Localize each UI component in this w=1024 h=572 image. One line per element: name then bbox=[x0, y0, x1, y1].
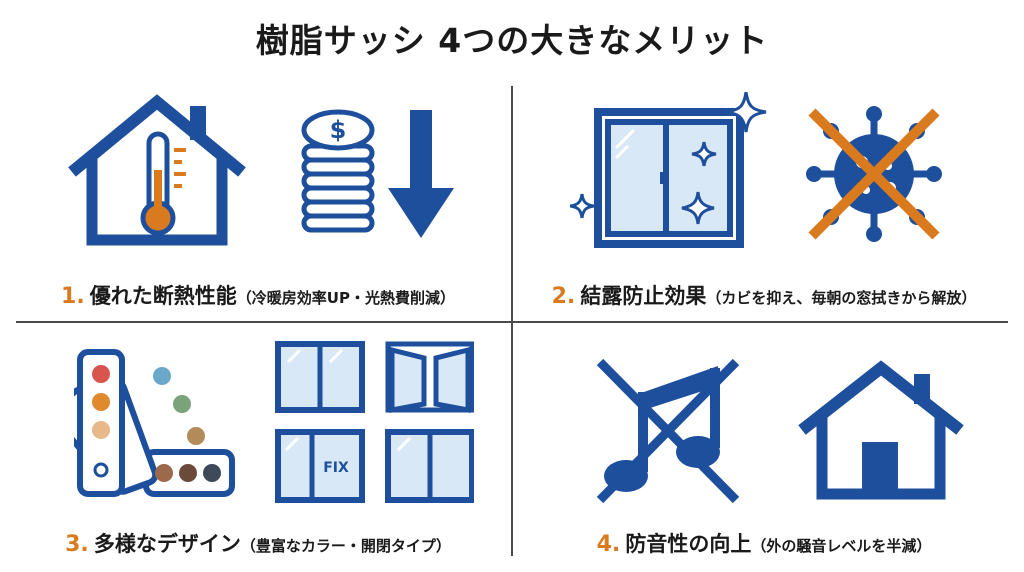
merit-soundproof: 4. 防音性の向上（外の騒音レベルを半減） bbox=[514, 330, 1014, 557]
window-types-icon: FIX bbox=[275, 341, 474, 503]
sparkling-window-icon bbox=[570, 92, 767, 248]
merit-condensation: 2. 結露防止効果（カビを抑え、毎朝の窓拭きから解放） bbox=[514, 86, 1014, 309]
merit-insulation: $ 1. 優れた断熱性能（冷暖房効率UP・光熱費削減） bbox=[8, 86, 508, 309]
house-icon bbox=[798, 360, 964, 500]
crossed-music-note-icon bbox=[596, 358, 740, 504]
merit-design: FIX 3. 多様なデザイン（豊富なカラー・開閉タイプ） bbox=[8, 330, 508, 557]
merit-caption: 3. 多様なデザイン（豊富なカラー・開閉タイプ） bbox=[65, 532, 451, 557]
arrow-down-icon bbox=[388, 110, 454, 238]
house-thermometer-icon bbox=[68, 94, 246, 246]
horizontal-divider bbox=[16, 321, 1008, 323]
merit-caption: 4. 防音性の向上（外の騒音レベルを半減） bbox=[596, 532, 932, 557]
merit-caption: 2. 結露防止効果（カビを抑え、毎朝の窓拭きから解放） bbox=[551, 284, 977, 309]
svg-text:$: $ bbox=[330, 116, 347, 144]
merit-caption: 1. 優れた断熱性能（冷暖房効率UP・光熱費削減） bbox=[61, 284, 455, 309]
coin-stack-icon: $ bbox=[301, 109, 375, 233]
crossed-mold-icon bbox=[806, 106, 942, 242]
color-swatch-icon bbox=[74, 349, 235, 497]
page-title: 樹脂サッシ 4つの大きなメリット bbox=[255, 21, 769, 60]
fix-label: FIX bbox=[323, 460, 349, 476]
